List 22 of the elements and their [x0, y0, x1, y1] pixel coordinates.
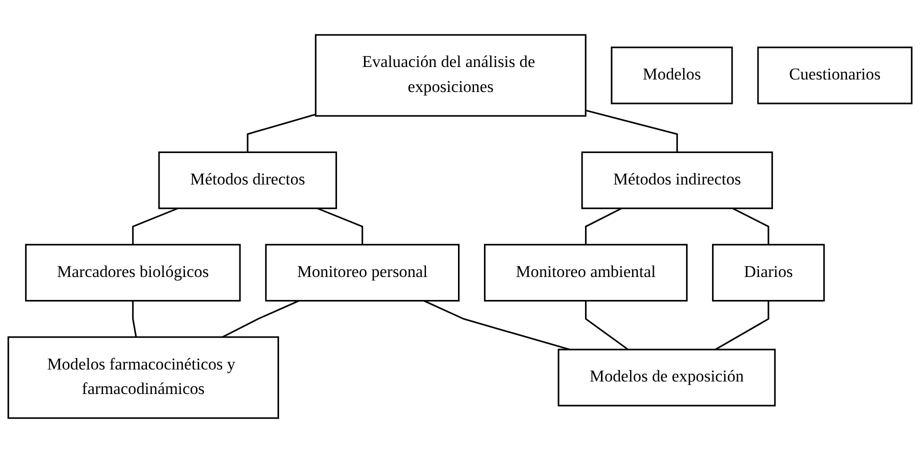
connector: [424, 300, 570, 350]
node-box: Métodos directos: [158, 151, 337, 210]
connector: [732, 208, 770, 245]
node-box: Marcadores biológicos: [25, 244, 241, 302]
node-box: Monitoreo personal: [265, 244, 460, 302]
connector: [316, 208, 364, 245]
node-box: Cuestionarios: [757, 46, 912, 104]
node-box: Métodos indirectos: [581, 151, 773, 210]
connector: [585, 300, 629, 350]
node-box: Diarios: [712, 244, 825, 302]
node-box: Modelos: [610, 46, 733, 104]
connector: [246, 114, 316, 152]
node-box: Monitoreo ambiental: [484, 244, 688, 302]
connector: [132, 300, 137, 338]
node-box: Modelos farmacocinéticos y farmacodinámicos: [8, 336, 280, 419]
connector: [585, 208, 622, 245]
connector: [714, 300, 770, 350]
node-box: Evaluación del análisis de exposiciones: [314, 34, 586, 117]
node-box: Modelos de exposición: [558, 348, 776, 406]
connector: [132, 208, 178, 245]
connector: [585, 110, 678, 152]
connector: [222, 300, 300, 338]
